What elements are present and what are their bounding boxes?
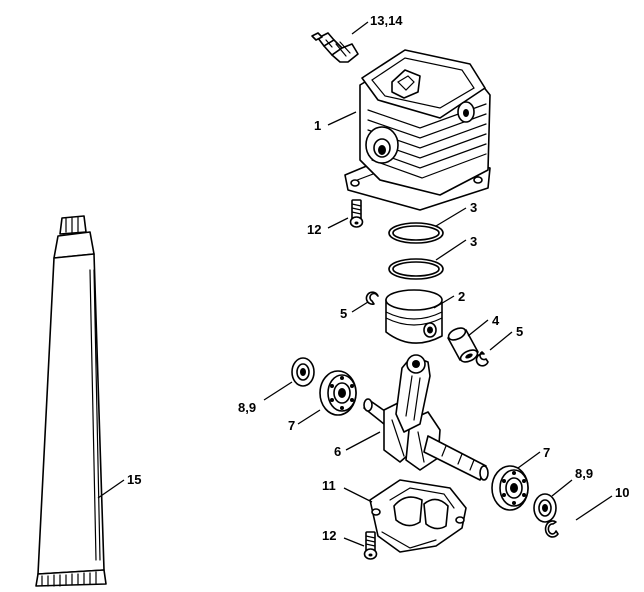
callout-6: 6 (334, 444, 341, 459)
spark-plug-part (311, 32, 359, 63)
screw-lower-part (363, 531, 378, 560)
screw-upper-part (349, 199, 364, 228)
ball-bearing-left-part (319, 370, 357, 416)
piston-pin-part (447, 327, 479, 363)
circlip-10-part (544, 520, 559, 538)
leader-lines (97, 21, 613, 547)
circlip-left-part (365, 291, 379, 305)
grease-tube-part (35, 215, 107, 587)
callout-5-right: 5 (516, 324, 523, 339)
cylinder-part (344, 49, 491, 211)
callout-13-14: 13,14 (370, 13, 403, 28)
callout-12-lower: 12 (322, 528, 336, 543)
callout-5-left: 5 (340, 306, 347, 321)
piston-ring-lower-part (388, 258, 444, 280)
crankshaft-part (363, 354, 489, 481)
callout-10: 10 (615, 485, 629, 500)
oil-seal-right-part (533, 493, 557, 523)
piston-ring-upper-part (388, 222, 444, 244)
callout-15: 15 (127, 472, 141, 487)
callout-7-left: 7 (288, 418, 295, 433)
callout-1: 1 (314, 118, 321, 133)
crankcase-part (369, 479, 467, 553)
circlip-right-part (475, 351, 489, 367)
callout-8-9-right: 8,9 (575, 466, 593, 481)
callout-4: 4 (492, 313, 500, 328)
callout-11: 11 (322, 478, 336, 493)
callout-8-9-left: 8,9 (238, 400, 256, 415)
callout-3-upper: 3 (470, 200, 477, 215)
callout-7-right: 7 (543, 445, 550, 460)
piston-part (385, 289, 443, 344)
ball-bearing-right-part (491, 465, 529, 511)
callout-12-upper: 12 (307, 222, 321, 237)
oil-seal-left-part (291, 357, 315, 387)
callout-2: 2 (458, 289, 465, 304)
callout-3-lower: 3 (470, 234, 477, 249)
